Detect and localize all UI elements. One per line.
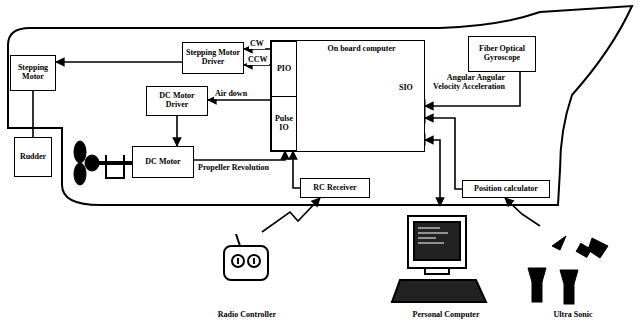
node-label: Position calculator	[474, 185, 538, 194]
node-label: Ultra Sonic	[554, 311, 593, 320]
node-label: Stepping Motor	[13, 64, 53, 82]
computer-device: Personal Computer	[388, 206, 504, 322]
node-label: Pulse IO	[274, 115, 294, 133]
node-label: Fiber Optical Gyroscope	[471, 45, 533, 63]
transmitter-device: Ultra Sonic	[512, 226, 634, 322]
node-text-group: Stepping Motor Driver	[185, 49, 241, 67]
node-text-group: Stepping Motor	[13, 64, 53, 82]
driver-box: DC Motor Driver	[146, 86, 208, 116]
node-label: Personal Computer	[413, 311, 480, 320]
node-text-group: Position calculator	[474, 185, 538, 194]
rudder-box: Rudder	[14, 137, 52, 177]
personal-computer-icon	[392, 216, 486, 302]
connector	[425, 118, 462, 189]
connector	[293, 151, 300, 188]
signal-label: CW	[249, 40, 265, 49]
node-text-group: On board computer	[301, 45, 422, 54]
node-text-group: Rudder	[20, 153, 46, 162]
signal-label: Propeller Revolution	[197, 164, 270, 173]
connector	[208, 99, 271, 101]
radio-controller-icon	[224, 234, 268, 280]
connector	[425, 72, 520, 106]
node-label: On board computer	[301, 45, 422, 54]
node-label: DC Motor	[145, 158, 180, 167]
connector	[176, 116, 178, 146]
motor-box: DC Motor	[132, 146, 194, 178]
signal-label: Angular Angular Velocity Acceleration	[428, 74, 506, 92]
node-text-group: DC Motor Driver	[149, 92, 205, 110]
connector	[194, 151, 285, 160]
propeller	[74, 141, 132, 185]
port-region: PIO	[271, 41, 297, 97]
node-text-group: Personal Computer	[413, 311, 480, 320]
motor-box: Stepping Motor	[10, 55, 56, 91]
node-text-group: Pulse IO	[274, 115, 294, 133]
ultra-sonic-icon	[528, 236, 608, 304]
node-text-group: Fiber Optical Gyroscope	[471, 45, 533, 63]
node-text-group: DC Motor	[145, 158, 180, 167]
port-region: Pulse IO	[271, 96, 297, 151]
controller-device: Radio Controller	[205, 232, 289, 322]
computer-box: On board computerPIO Pulse IO	[270, 40, 425, 152]
node-text-group: PIO	[277, 65, 291, 74]
calculator-box: Position calculator	[462, 180, 550, 198]
node-label: Stepping Motor Driver	[185, 49, 241, 67]
node-label: Rudder	[20, 153, 46, 162]
node-label: PIO	[277, 65, 291, 74]
connector	[32, 91, 34, 137]
connector	[505, 198, 540, 226]
hull-outline	[8, 6, 632, 205]
signal-label: Air down	[214, 90, 248, 99]
receiver-box: RC Receiver	[300, 178, 370, 198]
sensor-box: Fiber Optical Gyroscope	[468, 36, 536, 72]
connector	[56, 61, 182, 63]
port-label: SIO	[398, 84, 414, 93]
signal-label: CCW	[247, 56, 269, 65]
node-text-group: Ultra Sonic	[554, 311, 593, 320]
connector	[262, 198, 320, 232]
node-label: DC Motor Driver	[149, 92, 205, 110]
node-label: RC Receiver	[313, 184, 356, 193]
driver-box: Stepping Motor Driver	[182, 42, 244, 74]
node-label: Radio Controller	[218, 311, 276, 320]
node-text-group: RC Receiver	[313, 184, 356, 193]
node-text-group: Radio Controller	[218, 311, 276, 320]
connector	[425, 140, 440, 206]
shaft-bracket	[106, 155, 124, 178]
